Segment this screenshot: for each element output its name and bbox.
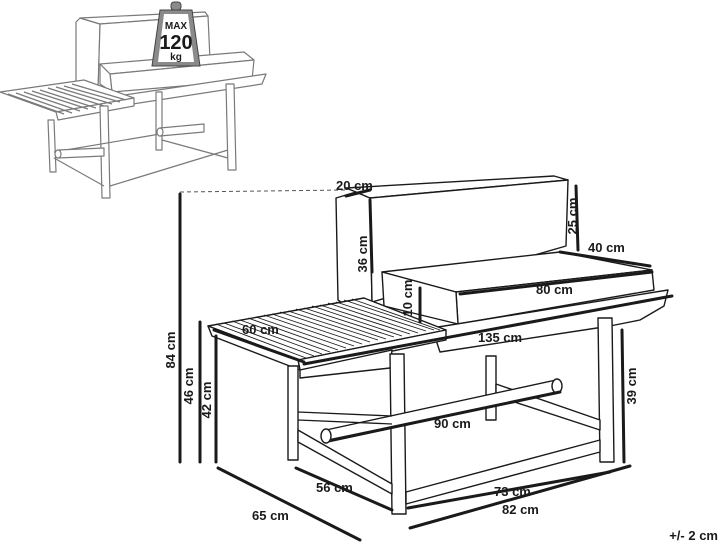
outer-width-line (408, 464, 632, 530)
label-back-cushion-height: 36 cm (355, 236, 370, 273)
cushion-depth-line (558, 250, 652, 268)
dimension-lines (178, 184, 674, 542)
leg-height-line (620, 328, 626, 464)
label-back-depth: 20 cm (336, 178, 373, 193)
weight-label-value: 120 (159, 32, 192, 54)
inner-depth-line (294, 466, 394, 512)
label-cushion-thickness: 10 cm (400, 280, 415, 317)
label-stretcher-width: 90 cm (434, 416, 471, 431)
label-total-width: 135 cm (478, 330, 522, 345)
label-cushion-width: 80 cm (536, 282, 573, 297)
max-weight-icon: MAX 120 kg (151, 1, 201, 67)
outer-depth-line (216, 466, 362, 542)
label-leg-height: 39 cm (624, 368, 639, 405)
dimension-labels: 84 cm 46 cm 42 cm 20 cm 36 cm 25 cm 40 c… (163, 178, 718, 543)
label-seat-height: 46 cm (181, 368, 196, 405)
back-cushion-height-line (368, 198, 374, 274)
perspective-sketch (0, 11, 267, 199)
label-outer-depth: 65 cm (252, 508, 289, 523)
label-outer-width: 82 cm (502, 502, 539, 517)
stretcher-width-line (330, 390, 562, 442)
main-drawing (207, 175, 669, 515)
label-inner-width: 73 cm (494, 484, 531, 499)
slat-depth-line (212, 328, 306, 364)
back-top-height-line (574, 184, 580, 252)
cushion-width-line (458, 270, 654, 296)
inner-width-line (406, 470, 612, 510)
weight-label-max: MAX (165, 21, 188, 32)
height-guide-line (179, 189, 347, 193)
total-width-line (302, 294, 674, 366)
table-slats (215, 298, 441, 359)
label-inner-depth: 56 cm (316, 480, 353, 495)
label-side-height: 42 cm (199, 382, 214, 419)
weight-label-unit: kg (170, 52, 182, 63)
label-cushion-depth: 40 cm (588, 240, 625, 255)
label-height-total: 84 cm (163, 332, 178, 369)
label-back-top-height: 25 cm (565, 198, 580, 235)
back-depth-line (344, 188, 372, 198)
tolerance-note: +/- 2 cm (669, 528, 718, 543)
label-slat-depth: 60 cm (242, 322, 279, 337)
